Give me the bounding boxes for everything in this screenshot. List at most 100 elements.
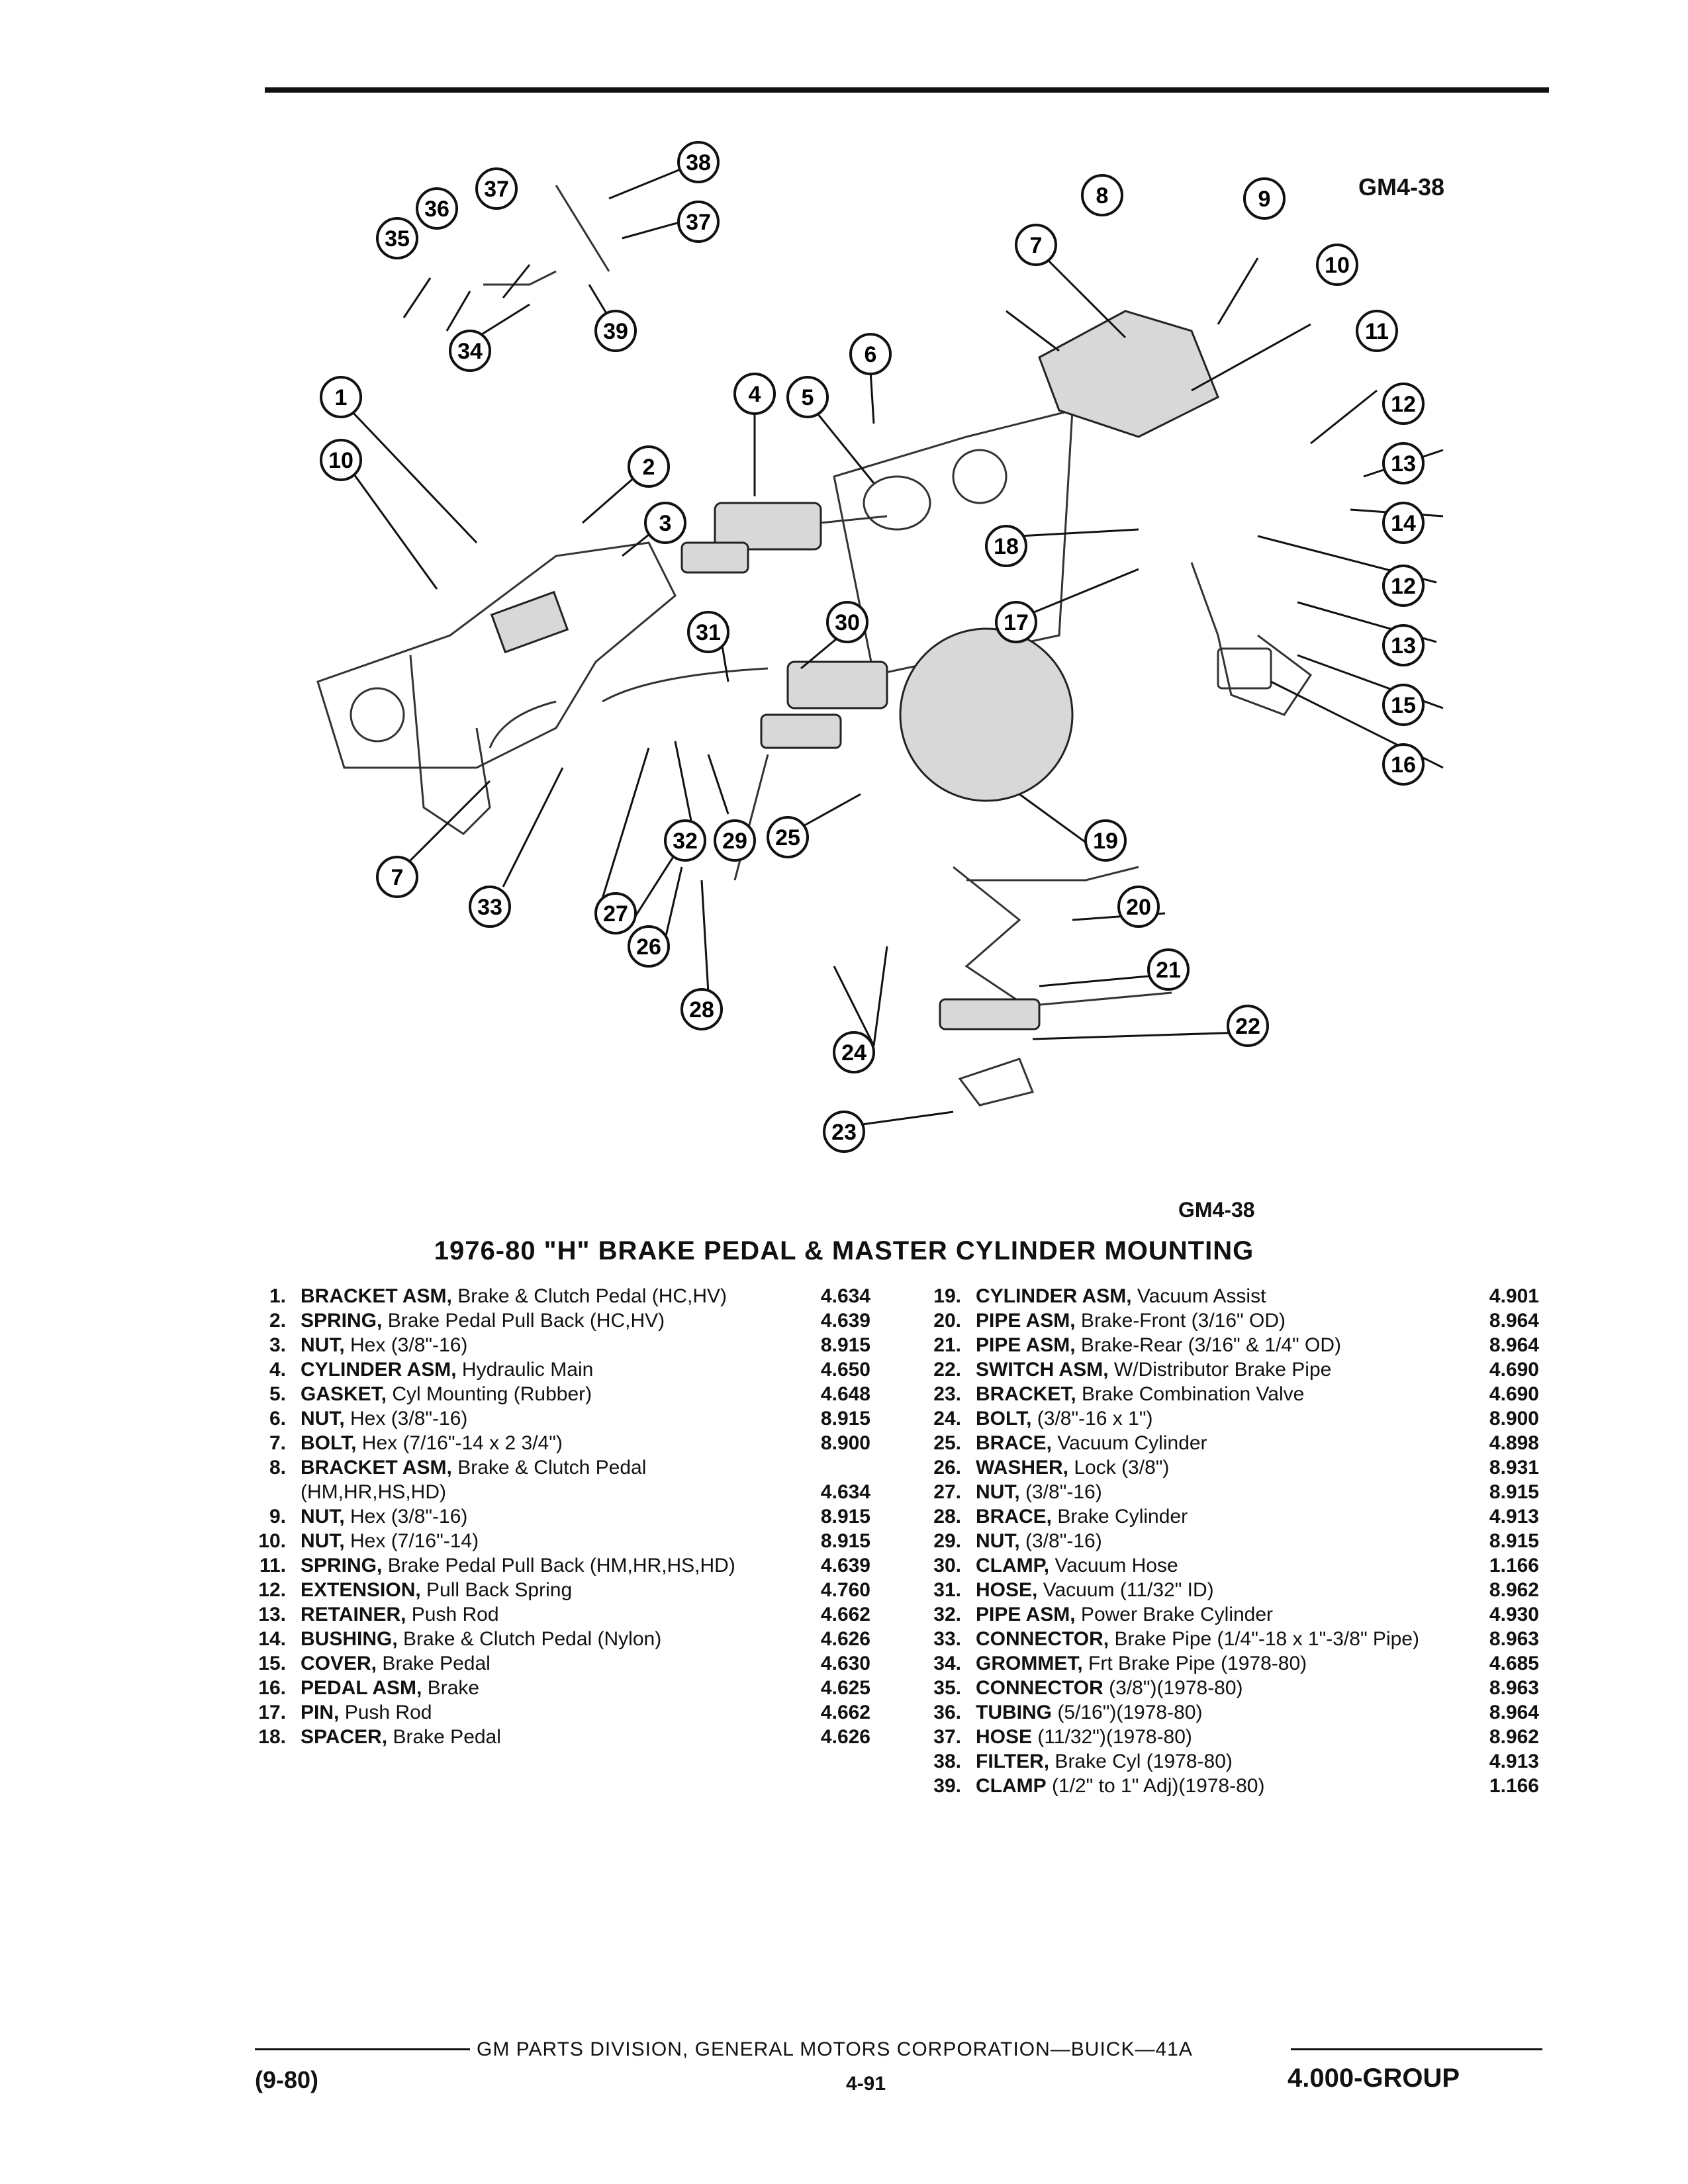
part-name: WASHER, (976, 1457, 1069, 1479)
svg-text:21: 21 (1156, 958, 1181, 983)
svg-text:29: 29 (722, 829, 747, 854)
part-detail: Pull Back Spring (420, 1579, 573, 1601)
part-description: BOLT, (3/8"-16 x 1") (976, 1406, 1440, 1431)
parts-list-item: 35.CONNECTOR (3/8")(1978-80)8.963 (920, 1676, 1539, 1700)
part-description: TUBING (5/16")(1978-80) (976, 1700, 1440, 1725)
callout-15: 15 (1382, 684, 1425, 726)
part-name: PIPE ASM, (976, 1334, 1076, 1356)
part-number: 7. (269, 1432, 286, 1454)
svg-text:1: 1 (335, 385, 348, 410)
part-number: 10. (258, 1530, 286, 1552)
parts-list-item: 31.HOSE, Vacuum (11/32" ID)8.962 (920, 1578, 1539, 1602)
part-number: 5. (269, 1383, 286, 1405)
part-name: BRACE, (976, 1432, 1053, 1454)
group-number: 4.913 (1489, 1506, 1539, 1527)
part-description: RETAINER, Push Rod (301, 1602, 771, 1627)
group-number: 4.662 (820, 1702, 870, 1723)
svg-text:15: 15 (1391, 693, 1416, 718)
part-number: 17. (258, 1702, 286, 1723)
part-description: CYLINDER ASM, Hydraulic Main (301, 1357, 771, 1382)
part-name: NUT, (301, 1506, 345, 1527)
part-number: 20. (933, 1310, 961, 1332)
hoses-and-pipes-sketch (483, 185, 1172, 1007)
group-number: 8.915 (1489, 1481, 1539, 1503)
part-number: 3. (269, 1334, 286, 1356)
part-description: CYLINDER ASM, Vacuum Assist (976, 1284, 1440, 1308)
footer-corporation: GM PARTS DIVISION, GENERAL MOTORS CORPOR… (477, 2038, 1193, 2060)
group-number: 8.900 (1489, 1408, 1539, 1430)
svg-text:3: 3 (659, 511, 672, 536)
svg-text:4: 4 (749, 382, 761, 407)
parts-list-item: 3.NUT, Hex (3/8"-16)8.915 (245, 1333, 870, 1357)
svg-text:19: 19 (1093, 829, 1118, 854)
part-number: 28. (933, 1506, 961, 1527)
part-number: 11. (259, 1555, 286, 1576)
callout-18: 18 (985, 525, 1027, 567)
parts-list-item: 10.NUT, Hex (7/16"-14)8.915 (245, 1529, 870, 1553)
footer-date: (9-80) (255, 2066, 319, 2093)
group-number: 4.898 (1489, 1432, 1539, 1454)
parts-list-item: 37.HOSE (11/32")(1978-80)8.962 (920, 1725, 1539, 1749)
part-description: NUT, Hex (3/8"-16) (301, 1406, 771, 1431)
group-number: 1.166 (1489, 1555, 1539, 1576)
svg-text:12: 12 (1391, 392, 1416, 417)
part-detail: Lock (3/8") (1068, 1457, 1170, 1479)
svg-text:14: 14 (1391, 511, 1416, 536)
part-detail: (3/8"-16) (1019, 1481, 1102, 1503)
svg-text:12: 12 (1391, 574, 1416, 599)
part-detail: Brake-Rear (3/16" & 1/4" OD) (1075, 1334, 1342, 1356)
callout-13b: 13 (1382, 624, 1425, 666)
callout-35: 35 (376, 217, 418, 259)
part-number: 25. (933, 1432, 961, 1454)
page-title: 1976-80 "H" BRAKE PEDAL & MASTER CYLINDE… (434, 1236, 1254, 1265)
svg-text:30: 30 (835, 610, 860, 635)
part-name: BOLT, (301, 1432, 357, 1454)
part-number: 31. (933, 1579, 961, 1601)
svg-text:7: 7 (1030, 233, 1043, 258)
callout-24: 24 (833, 1031, 875, 1073)
part-name: HOSE (976, 1726, 1033, 1748)
group-number: 8.964 (1489, 1702, 1539, 1723)
part-detail: (1/2" to 1" Adj)(1978-80) (1046, 1775, 1265, 1797)
svg-text:39: 39 (603, 319, 628, 344)
part-number: 15. (258, 1653, 286, 1674)
part-detail: Brake (422, 1677, 480, 1699)
svg-text:18: 18 (994, 534, 1019, 559)
callout-1: 1 (320, 376, 362, 418)
parts-list-item: 34.GROMMET, Frt Brake Pipe (1978-80)4.68… (920, 1651, 1539, 1676)
group-number: 4.650 (820, 1359, 870, 1381)
parts-list-item: 20.PIPE ASM, Brake-Front (3/16" OD)8.964 (920, 1308, 1539, 1333)
part-number: 12. (258, 1579, 286, 1601)
svg-text:10: 10 (1325, 253, 1350, 278)
callout-34: 34 (449, 330, 491, 372)
parts-list-left: 1.BRACKET ASM, Brake & Clutch Pedal (HC,… (245, 1284, 870, 1749)
callout-25: 25 (767, 816, 809, 858)
parts-list-item: 27.NUT, (3/8"-16)8.915 (920, 1480, 1539, 1504)
callout-10b: 10 (1316, 244, 1358, 286)
part-description: CONNECTOR, Brake Pipe (1/4"-18 x 1"-3/8"… (976, 1627, 1440, 1651)
group-number: 4.634 (820, 1285, 870, 1307)
part-description: NUT, Hex (3/8"-16) (301, 1504, 771, 1529)
part-name: CYLINDER ASM, (976, 1285, 1132, 1307)
part-detail: Power Brake Cylinder (1075, 1604, 1274, 1625)
svg-text:38: 38 (686, 150, 711, 175)
part-name: BRACKET, (976, 1383, 1076, 1405)
callout-28: 28 (680, 988, 723, 1030)
callout-20: 20 (1117, 886, 1160, 928)
callout-38: 38 (677, 141, 720, 183)
parts-list-item: 8.BRACKET ASM, Brake & Clutch Pedal (HM,… (245, 1455, 870, 1504)
exploded-parts-diagram: 1 10 2 3 4 5 6 7 8 9 10 11 12 13 14 12 1… (316, 141, 1444, 1153)
svg-text:24: 24 (841, 1040, 867, 1066)
part-description: SPACER, Brake Pedal (301, 1725, 771, 1749)
part-name: NUT, (301, 1408, 345, 1430)
group-number: 4.760 (820, 1579, 870, 1601)
